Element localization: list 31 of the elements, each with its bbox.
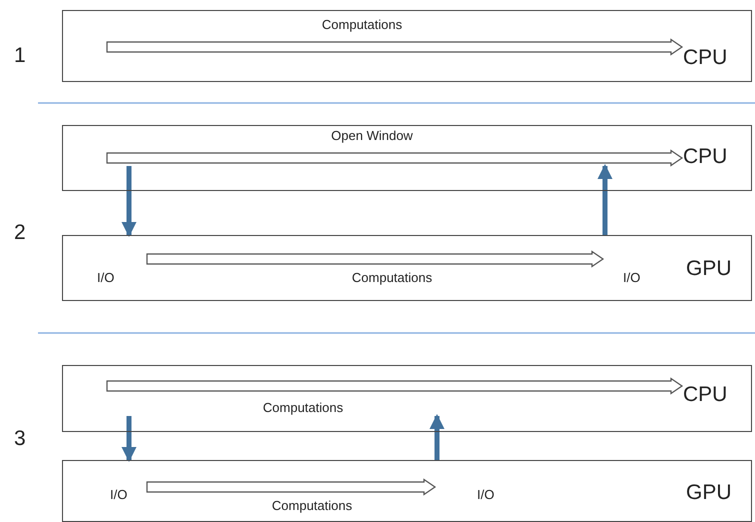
arrow (598, 164, 612, 235)
arrow-label: Computations (352, 271, 432, 284)
arrow (122, 166, 136, 237)
panel-box (62, 460, 752, 522)
block-arrow (106, 378, 683, 416)
io-label: I/O (623, 271, 640, 284)
block-arrow (146, 479, 436, 515)
panel-box (62, 365, 752, 432)
panel-box (62, 125, 752, 191)
row-number: 2 (14, 222, 26, 243)
io-label: I/O (477, 488, 494, 501)
arrow-label: Open Window (331, 129, 413, 142)
block-arrow (106, 129, 683, 166)
arrow-label: Computations (262, 401, 344, 414)
panel-box (62, 10, 752, 82)
processor-label: GPU (686, 482, 732, 503)
arrow (122, 416, 136, 462)
io-label: I/O (110, 488, 128, 501)
row-number: 3 (14, 428, 26, 449)
row-number: 1 (14, 45, 26, 66)
io-label: I/O (97, 271, 114, 284)
block-arrow (146, 251, 604, 287)
processor-label: CPU (683, 384, 728, 405)
processor-label: GPU (686, 258, 732, 279)
processor-label: CPU (683, 146, 728, 167)
arrow (430, 414, 444, 460)
arrow-label: Computations (272, 499, 352, 512)
processor-label: CPU (683, 47, 728, 68)
panel-box (62, 235, 752, 301)
block-arrow (106, 18, 683, 55)
arrow-label: Computations (322, 18, 402, 31)
